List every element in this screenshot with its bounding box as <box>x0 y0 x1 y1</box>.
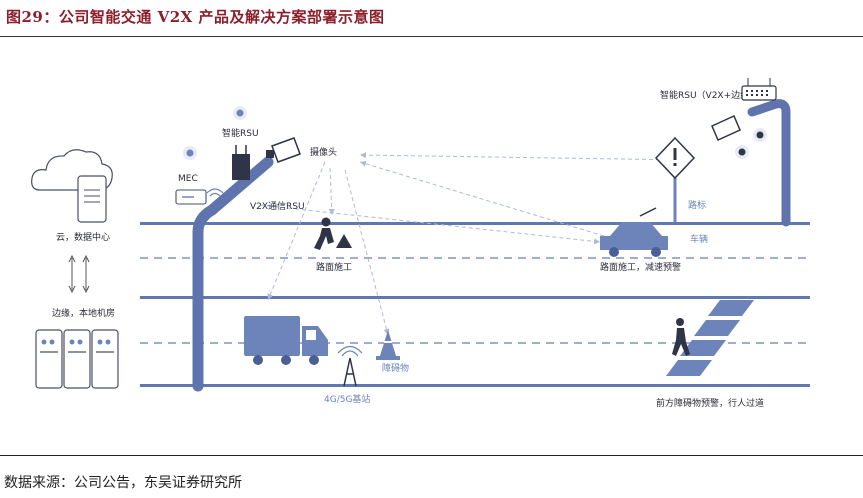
obstacle-warning-label: 前方障碍物预警，行人过道 <box>656 397 764 409</box>
mec-label: MEC <box>178 174 198 184</box>
server-icon <box>77 175 107 223</box>
obstacle-label: 障碍物 <box>382 362 409 374</box>
rsu-icon <box>232 145 250 180</box>
car-icon <box>600 207 668 257</box>
wifi-icon <box>206 188 224 197</box>
bottom-rule <box>0 455 863 456</box>
tower-icon <box>337 345 363 387</box>
location-pin-icon <box>735 128 767 159</box>
road-sign-label: 路标 <box>688 199 706 211</box>
crosswalk <box>666 300 754 376</box>
rsu-icon <box>741 78 777 101</box>
mec-icon <box>175 189 207 205</box>
truck-icon <box>244 316 328 365</box>
road <box>140 222 810 387</box>
location-pin-icon <box>183 146 197 160</box>
edge-server-icon <box>35 329 119 389</box>
roadwork-left-label: 路面施工 <box>316 261 352 273</box>
camera-icon <box>266 137 301 163</box>
vehicle-label: 车辆 <box>690 233 708 245</box>
edge-room-label: 边缘，本地机房 <box>52 307 115 319</box>
road-median <box>140 296 810 299</box>
v2x-rsu-label: V2X通信RSU <box>250 200 305 212</box>
road-edge-bottom <box>140 384 810 387</box>
road-edge-top <box>140 222 810 225</box>
pedestrian-icon <box>672 318 690 356</box>
cloud-datacenter-label: 云，数据中心 <box>56 231 110 243</box>
figure-title: 图29：公司智能交通 V2X 产品及解决方案部署示意图 <box>6 8 385 26</box>
roadwork-warning-label: 路面施工，减速预警 <box>600 261 681 273</box>
cloud-edge-arrows <box>68 254 90 294</box>
camera-icon <box>711 115 741 141</box>
left-pole <box>192 156 274 392</box>
smart-rsu-right-label: 智能RSU（V2X+边缘） <box>660 89 758 101</box>
top-rule <box>0 36 863 37</box>
warning-sign-icon <box>654 136 696 222</box>
right-pole <box>747 99 791 227</box>
data-flow-arrows <box>259 152 689 336</box>
cone-icon <box>376 330 400 360</box>
base-station-label: 4G/5G基站 <box>324 393 370 405</box>
worker-icon <box>314 217 352 250</box>
camera-label: 摄像头 <box>310 146 337 158</box>
location-pin-icon <box>233 106 247 120</box>
smart-rsu-left-label: 智能RSU <box>222 127 259 139</box>
figure-source: 数据来源：公司公告，东吴证券研究所 <box>4 475 242 491</box>
